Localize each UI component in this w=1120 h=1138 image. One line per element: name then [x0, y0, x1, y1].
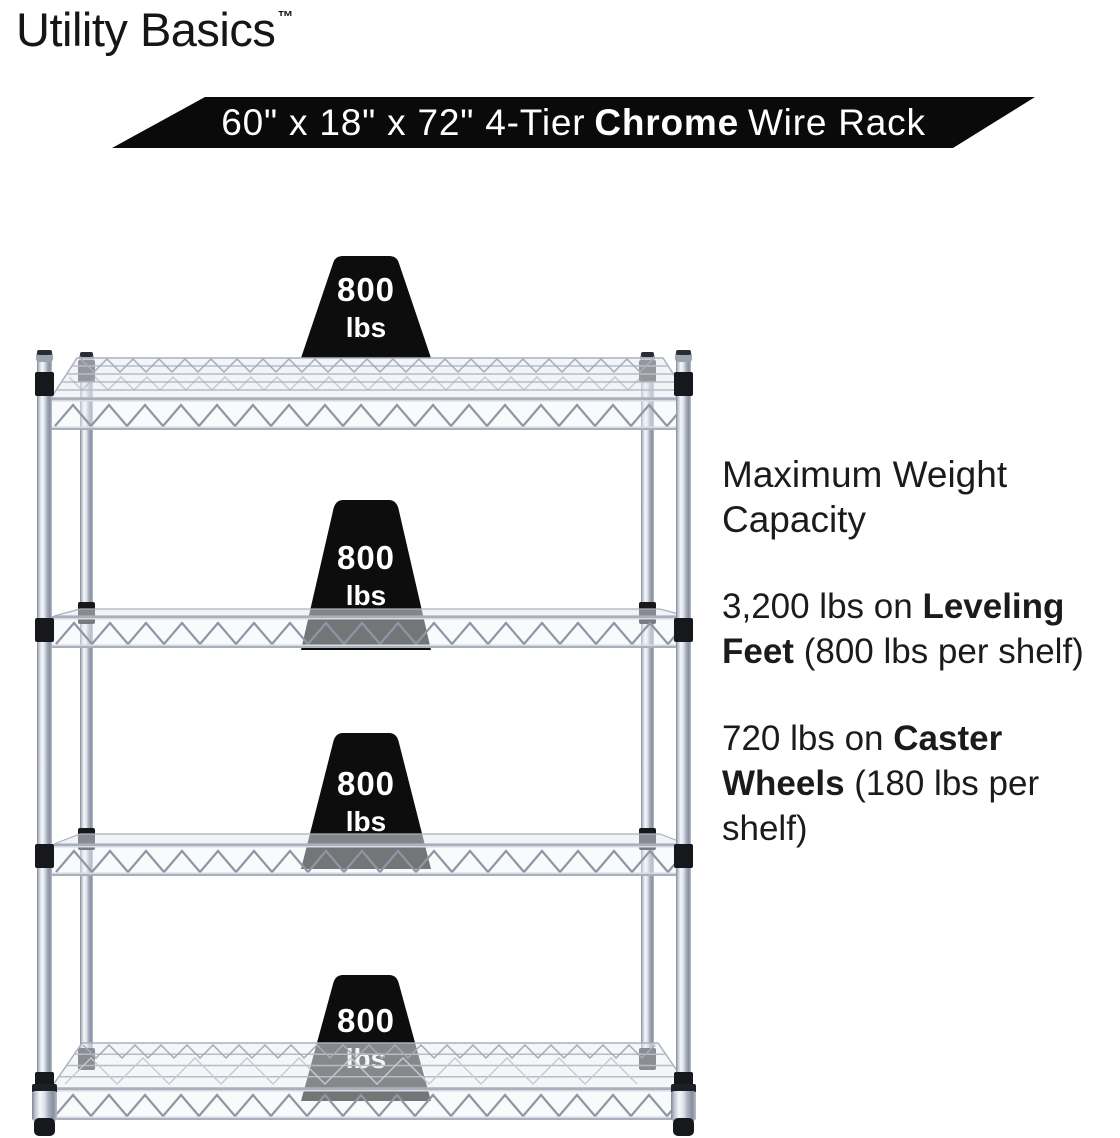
badge-unit: lbs [345, 805, 387, 837]
badge-value: 800 [336, 764, 396, 802]
weight-badge-shelf-1: 800 lbs [301, 256, 431, 358]
front-shelf-collars [35, 372, 693, 1096]
leveling-text: 3,200 lbs on [722, 587, 923, 626]
badge-value: 800 [336, 270, 396, 308]
caster-wheels-capacity: 720 lbs on Caster Wheels (180 lbs per sh… [722, 716, 1120, 851]
leveling-bold-text: Leveling Feet [722, 587, 1065, 671]
shelf-2 [52, 608, 704, 648]
capacity-heading: Maximum Weight Capacity [722, 454, 1008, 540]
banner-text-suffix: Wire Rack [747, 101, 926, 143]
leveling-foot-right [671, 1084, 696, 1136]
rear-shelf-collars [78, 360, 656, 1070]
shelf-1 [49, 357, 703, 430]
capacity-info: Maximum Weight Capacity 3,200 lbs on Lev… [722, 452, 1120, 851]
caster-suffix-text: (180 lbs per shelf) [722, 764, 1040, 848]
caster-bold-text: Caster Wheels [722, 719, 1003, 803]
rear-post-left [79, 352, 94, 1048]
badge-unit: lbs [345, 311, 387, 343]
trademark-symbol: ™ [277, 9, 293, 26]
shelf-4 [49, 1042, 703, 1120]
banner-text-prefix: 60" x 18" x 72" 4-Tier [221, 101, 586, 143]
badge-unit: lbs [345, 579, 387, 611]
badge-value: 800 [336, 1001, 396, 1039]
leveling-foot-left [32, 1084, 57, 1136]
badge-value: 800 [336, 538, 396, 576]
leveling-feet-capacity: 3,200 lbs on Leveling Feet (800 lbs per … [722, 584, 1120, 674]
front-post-left [36, 350, 53, 1096]
caster-text: 720 lbs on [722, 719, 894, 758]
shelf-3 [52, 833, 704, 876]
wire-rack-illustration [32, 350, 715, 1136]
rear-post-right [640, 352, 655, 1048]
title-banner: 60" x 18" x 72" 4-Tier Chrome Wire Rack [112, 97, 1035, 148]
leveling-suffix-text: (800 lbs per shelf) [793, 632, 1084, 671]
banner-text-bold: Chrome [594, 101, 739, 143]
weight-trapezoid-icon [301, 256, 431, 358]
front-post-right [675, 350, 692, 1096]
brand-name: Utility Basics [16, 3, 276, 56]
